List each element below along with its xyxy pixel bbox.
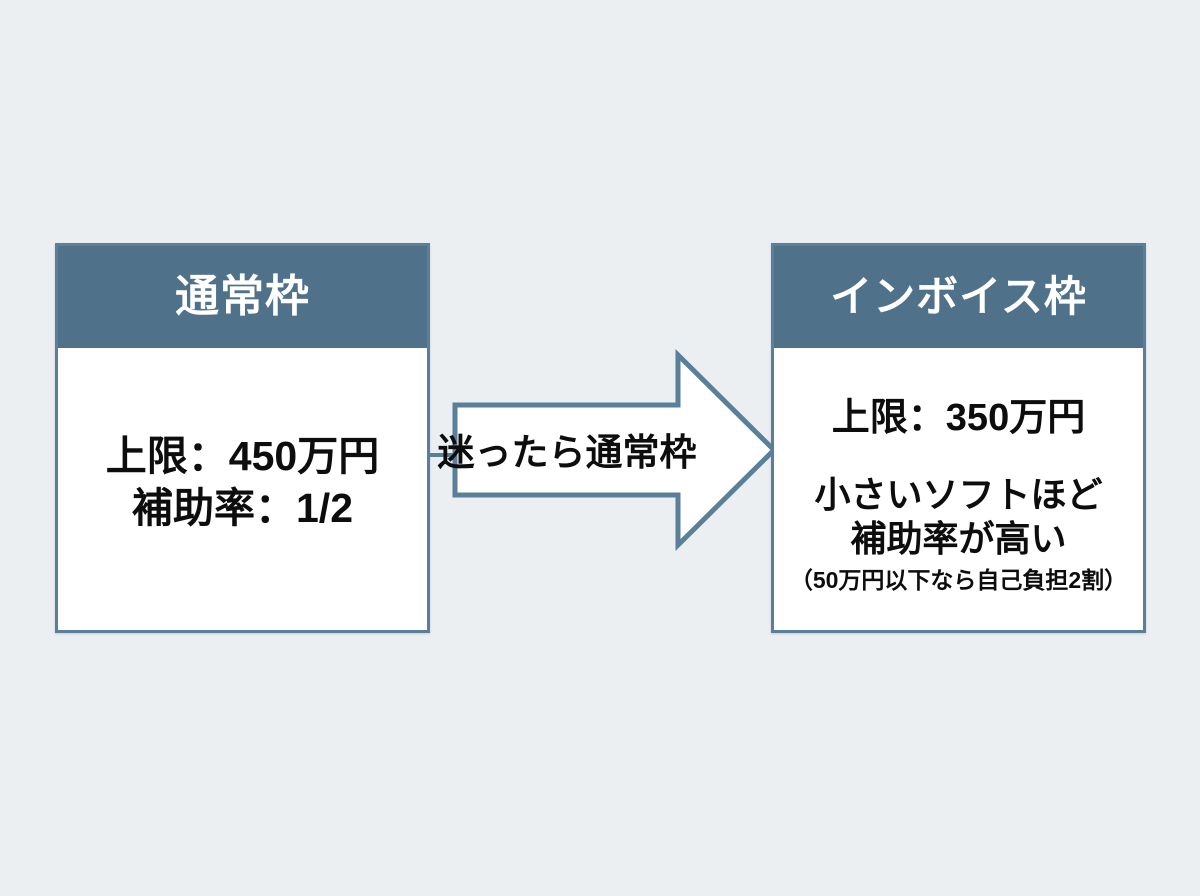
- card-normal-header: 通常枠: [58, 246, 427, 348]
- card-invoice-header: インボイス枠: [774, 246, 1143, 348]
- connector-line: [428, 453, 460, 457]
- arrow-right-icon: [452, 349, 778, 551]
- card-invoice-mid-block: 小さいソフトほど 補助率が高い: [814, 473, 1102, 561]
- card-invoice-note: （50万円以下なら自己負担2割）: [789, 566, 1128, 593]
- card-normal-line-limit: 上限：450万円: [105, 432, 380, 479]
- card-normal-header-label: 通常枠: [175, 272, 310, 321]
- card-normal-line-rate: 補助率：1/2: [132, 485, 353, 531]
- card-invoice-mid-line-2: 補助率が高い: [850, 518, 1067, 559]
- card-normal-body: 上限：450万円 補助率：1/2: [58, 348, 427, 630]
- card-invoice-header-label: インボイス枠: [830, 273, 1087, 320]
- card-normal-frame: 通常枠 上限：450万円 補助率：1/2: [55, 243, 430, 633]
- card-invoice-frame: インボイス枠 上限：350万円 小さいソフトほど 補助率が高い （50万円以下な…: [771, 243, 1146, 633]
- arrow-right-shape: [452, 349, 778, 551]
- card-invoice-body: 上限：350万円 小さいソフトほど 補助率が高い （50万円以下なら自己負担2割…: [774, 348, 1143, 630]
- card-invoice-line-limit: 上限：350万円: [831, 396, 1086, 439]
- card-invoice-mid-line-1: 小さいソフトほど: [814, 474, 1103, 516]
